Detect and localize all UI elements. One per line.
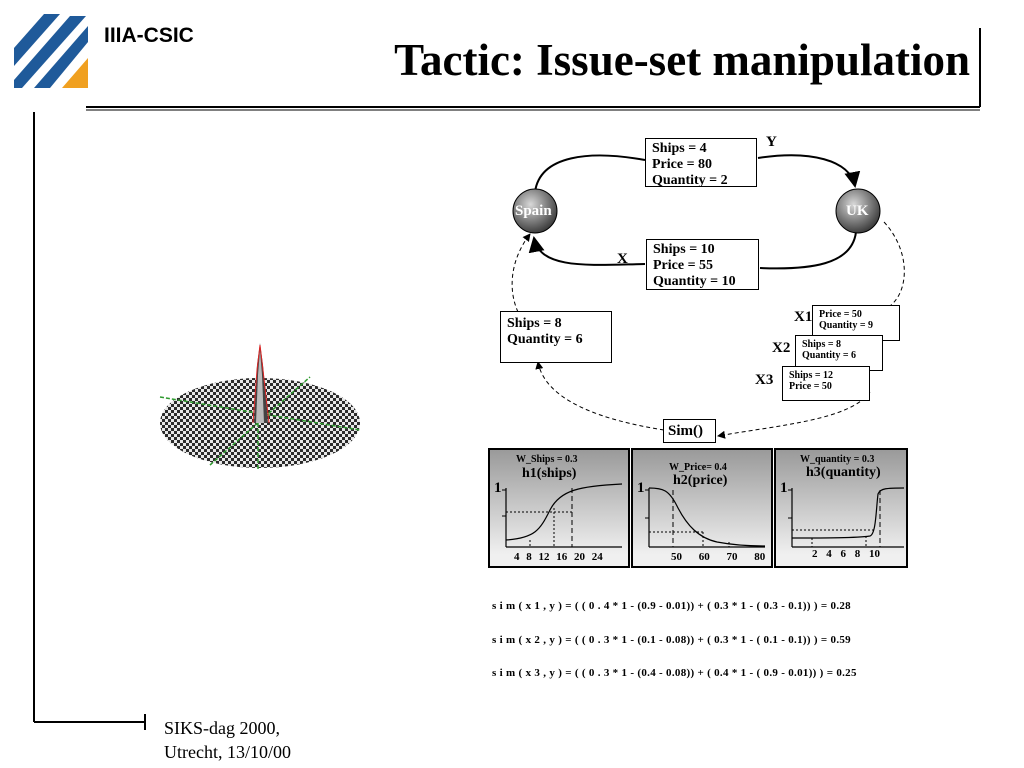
panel-ships-name: h1(ships): [522, 466, 577, 481]
panel-ships-ticks: 4 8 12 16 20 24: [514, 551, 603, 563]
offer-y-line: Price = 80: [652, 157, 713, 172]
slide-title: Tactic: Issue-set manipulation: [394, 35, 970, 85]
panel-price-weight: W_Price= 0.4: [669, 462, 727, 473]
tick: 60: [698, 551, 710, 563]
offer-x-line: Price = 55: [653, 258, 714, 273]
candidate-x3-label: X3: [755, 372, 774, 388]
footer-place-date: Utrecht, 13/10/00: [164, 742, 291, 762]
tick: 4: [826, 548, 832, 560]
offer-x-line: Ships = 10: [653, 242, 715, 257]
tick: 10: [869, 548, 880, 560]
tick: 8: [854, 548, 861, 560]
negotiation-arrows: [511, 154, 905, 439]
candidate-x2-line: Quantity = 6: [802, 350, 857, 361]
sim-function-box: Sim(): [663, 419, 716, 443]
candidate-x1-label: X1: [794, 309, 813, 325]
panel-quantity-ticks: 2 4 6 8 10: [812, 548, 880, 560]
offer-y-label: Y: [766, 134, 777, 150]
panel-ships-weight: W_Ships = 0.3: [516, 454, 578, 465]
formula-sim-x3: s i m ( x 3 , y ) = ( ( 0 . 3 * 1 - (0.4…: [492, 667, 857, 679]
tick: 80: [754, 551, 766, 563]
panel-price: W_Price= 0.4 h2(price) 1 50 60 70 80: [631, 448, 773, 568]
candidate-x3-line: Ships = 12: [789, 370, 834, 381]
tick: 24: [591, 551, 603, 563]
panel-quantity: W_quantity = 0.3 h3(quantity) 1 2 4 6 8 …: [774, 448, 908, 568]
candidate-x2-label: X2: [772, 340, 791, 356]
tick: 12: [538, 551, 550, 563]
tick: 70: [726, 551, 738, 563]
node-spain: Spain: [515, 203, 552, 219]
panel-ships-curve: [502, 483, 623, 548]
offer-y-line: Quantity = 2: [652, 173, 728, 188]
formula-sim-x2: s i m ( x 2 , y ) = ( ( 0 . 3 * 1 - (0.1…: [492, 634, 851, 646]
panel-price-ticks: 50 60 70 80: [671, 551, 765, 563]
offer-x-label: X: [617, 251, 628, 267]
candidate-x1-line: Price = 50: [819, 309, 862, 320]
candidate-x1-line: Quantity = 9: [819, 320, 874, 331]
panel-quantity-one: 1: [780, 480, 788, 496]
panel-quantity-weight: W_quantity = 0.3: [800, 454, 875, 465]
tick: 8: [526, 551, 532, 563]
offer-x-box: Ships = 10 Price = 55 Quantity = 10: [646, 239, 759, 290]
tick: 2: [812, 548, 818, 560]
panel-ships: W_Ships = 0.3 h1(ships) 1 4 8 12 16 20 2…: [488, 448, 630, 568]
offer-y-box: Ships = 4 Price = 80 Quantity = 2: [645, 138, 757, 188]
footer-event: SIKS-dag 2000,: [164, 718, 280, 738]
institution-name: IIIA-CSIC: [104, 24, 194, 47]
panel-price-one: 1: [637, 480, 645, 496]
tick: 50: [671, 551, 682, 563]
panel-price-name: h2(price): [673, 473, 728, 488]
similarity-3d-plot: [159, 343, 361, 470]
panel-quantity-curve: [788, 487, 905, 548]
formula-sim-x1: s i m ( x 1 , y ) = ( ( 0 . 4 * 1 - (0.9…: [492, 600, 851, 612]
panel-price-curve: [645, 487, 766, 548]
offer-y-line: Ships = 4: [652, 141, 707, 156]
tick: 20: [574, 551, 585, 563]
tick: 6: [840, 548, 847, 560]
iiia-logo: [14, 14, 90, 88]
panel-quantity-name: h3(quantity): [806, 465, 881, 480]
tick: 4: [514, 551, 520, 563]
footer: SIKS-dag 2000, Utrecht, 13/10/00: [164, 716, 291, 764]
offer-x-line: Quantity = 10: [653, 274, 736, 289]
node-uk: UK: [846, 203, 869, 219]
offer-left-line: Quantity = 6: [507, 332, 583, 347]
panel-ships-one: 1: [494, 480, 502, 496]
offer-left-box: Ships = 8 Quantity = 6: [500, 311, 612, 363]
candidate-x2-line: Ships = 8: [802, 339, 842, 350]
candidate-x3-card: Ships = 12 Price = 50: [782, 366, 870, 401]
candidate-x3-line: Price = 50: [789, 381, 832, 392]
offer-left-line: Ships = 8: [507, 316, 562, 331]
tick: 16: [556, 551, 568, 563]
